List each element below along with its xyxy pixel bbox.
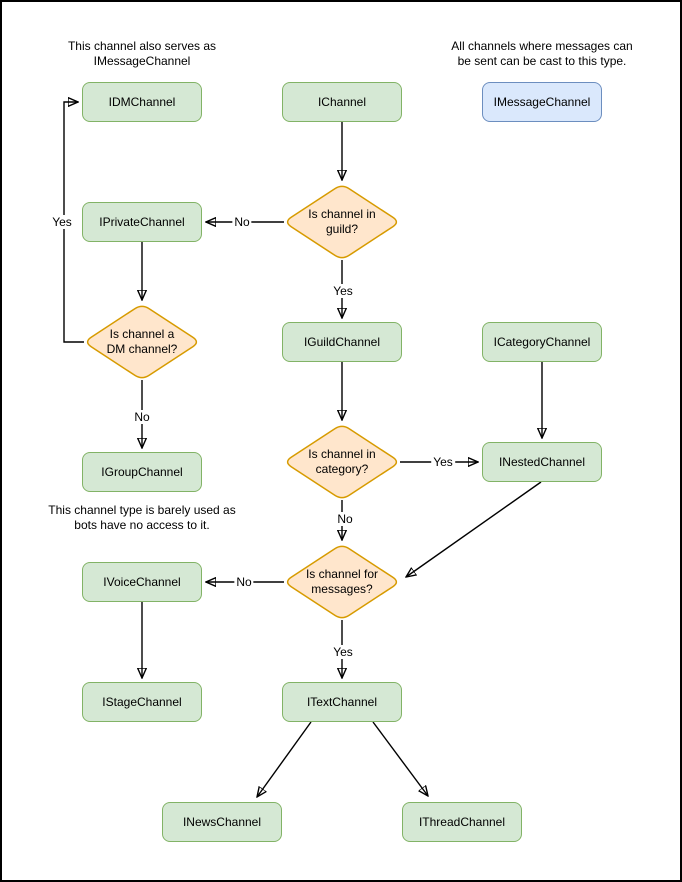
node-icategorychannel: ICategoryChannel xyxy=(482,322,602,362)
node-ivoicechannel: IVoiceChannel xyxy=(82,562,202,602)
node-inewschannel: INewsChannel xyxy=(162,802,282,842)
node-idmchannel-label: IDMChannel xyxy=(108,95,176,109)
edge-label-messages-no: No xyxy=(234,575,254,589)
diamond-shape xyxy=(86,305,198,379)
node-imessagechannel-label: IMessageChannel xyxy=(493,95,591,109)
decision-is-channel-in-category-label: Is channel in category? xyxy=(308,447,376,476)
node-igroupchannel: IGroupChannel xyxy=(82,452,202,492)
node-iguildchannel-label: IGuildChannel xyxy=(303,335,381,349)
node-inewschannel-label: INewsChannel xyxy=(182,815,262,829)
edge-label-category-no: No xyxy=(335,512,355,526)
decision-is-channel-in-category: Is channel in category? xyxy=(284,424,400,500)
node-iprivatechannel-label: IPrivateChannel xyxy=(99,215,185,229)
decision-is-channel-a-dm: Is channel a DM channel? xyxy=(84,304,200,380)
diamond-shape xyxy=(286,425,398,499)
edge-label-guild-yes: Yes xyxy=(331,284,355,298)
decision-is-channel-a-dm-label: Is channel a DM channel? xyxy=(106,327,178,356)
diamond-shape xyxy=(286,185,398,259)
node-istagechannel-label: IStageChannel xyxy=(102,695,182,709)
node-itextchannel-label: ITextChannel xyxy=(306,695,378,709)
edge-itext-to-ithread xyxy=(372,721,428,796)
decision-is-channel-for-messages-label: Is channel for messages? xyxy=(305,567,379,596)
node-ichannel-label: IChannel xyxy=(317,95,367,109)
node-ivoicechannel-label: IVoiceChannel xyxy=(103,575,181,589)
note-igroup-barely-used: This channel type is barely used as bots… xyxy=(48,503,236,532)
node-itextchannel: ITextChannel xyxy=(282,682,402,722)
note-idm-serves-imessage: This channel also serves as IMessageChan… xyxy=(67,39,217,68)
decision-is-channel-for-messages: Is channel for messages? xyxy=(284,544,400,620)
node-imessagechannel: IMessageChannel xyxy=(482,82,602,122)
node-ichannel: IChannel xyxy=(282,82,402,122)
edge-itext-to-inews xyxy=(257,721,312,797)
edge-label-category-yes: Yes xyxy=(431,455,455,469)
node-idmchannel: IDMChannel xyxy=(82,82,202,122)
node-inestedchannel: INestedChannel xyxy=(482,442,602,482)
edge-label-guild-no: No xyxy=(232,215,252,229)
node-ithreadchannel-label: IThreadChannel xyxy=(418,815,506,829)
edge-label-dm-yes: Yes xyxy=(50,215,74,229)
note-imessage-cast: All channels where messages can be sent … xyxy=(451,39,633,68)
decision-is-channel-in-guild: Is channel in guild? xyxy=(284,184,400,260)
edge-label-messages-yes: Yes xyxy=(331,645,355,659)
node-iprivatechannel: IPrivateChannel xyxy=(82,202,202,242)
node-iguildchannel: IGuildChannel xyxy=(282,322,402,362)
node-inestedchannel-label: INestedChannel xyxy=(498,455,586,469)
node-istagechannel: IStageChannel xyxy=(82,682,202,722)
node-icategorychannel-label: ICategoryChannel xyxy=(493,335,591,349)
edge-label-dm-no: No xyxy=(132,410,152,424)
edge-inested-to-messages-decision xyxy=(406,481,542,577)
decision-is-channel-in-guild-label: Is channel in guild? xyxy=(308,207,376,236)
node-igroupchannel-label: IGroupChannel xyxy=(101,465,183,479)
node-ithreadchannel: IThreadChannel xyxy=(402,802,522,842)
diamond-shape xyxy=(286,545,398,619)
